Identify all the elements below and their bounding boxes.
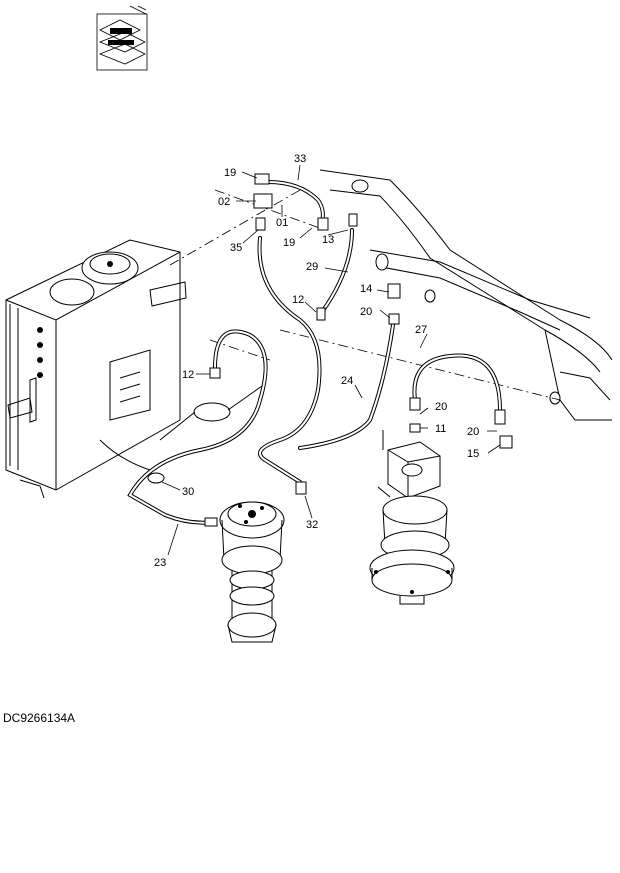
callout-01: 01 [276,217,288,229]
swing-motor [369,430,455,605]
callout-02: 02 [218,196,230,208]
callout-30: 30 [182,486,194,498]
leader-lines [161,164,501,556]
callout-12-a: 12 [292,294,304,306]
callout-15: 15 [467,448,479,460]
callout-35: 35 [230,242,242,254]
callout-20-b: 20 [435,401,447,413]
callout-20-c: 20 [467,426,479,438]
hydraulic-tank [5,239,263,499]
callout-19-a: 19 [224,167,236,179]
centerlines [169,189,561,401]
callout-33: 33 [294,153,306,165]
center-joint [219,501,285,643]
callout-labels: 19 33 02 01 35 19 13 29 12 14 20 27 12 2… [154,153,479,569]
callout-29: 29 [306,261,318,273]
callout-24: 24 [341,375,353,387]
callout-13: 13 [322,234,334,246]
machine-location-icon [96,5,148,71]
callout-12-b: 12 [182,369,194,381]
callout-27: 27 [415,324,427,336]
callout-11: 11 [435,423,446,435]
callout-14: 14 [360,283,372,295]
callout-23: 23 [154,557,166,569]
fittings [147,173,513,527]
drawing-code: DC9266134A [3,711,76,725]
callout-20-a: 20 [360,306,372,318]
callout-32: 32 [306,519,318,531]
callout-19-b: 19 [283,237,295,249]
hoses [127,180,502,525]
upper-frame [319,169,613,421]
